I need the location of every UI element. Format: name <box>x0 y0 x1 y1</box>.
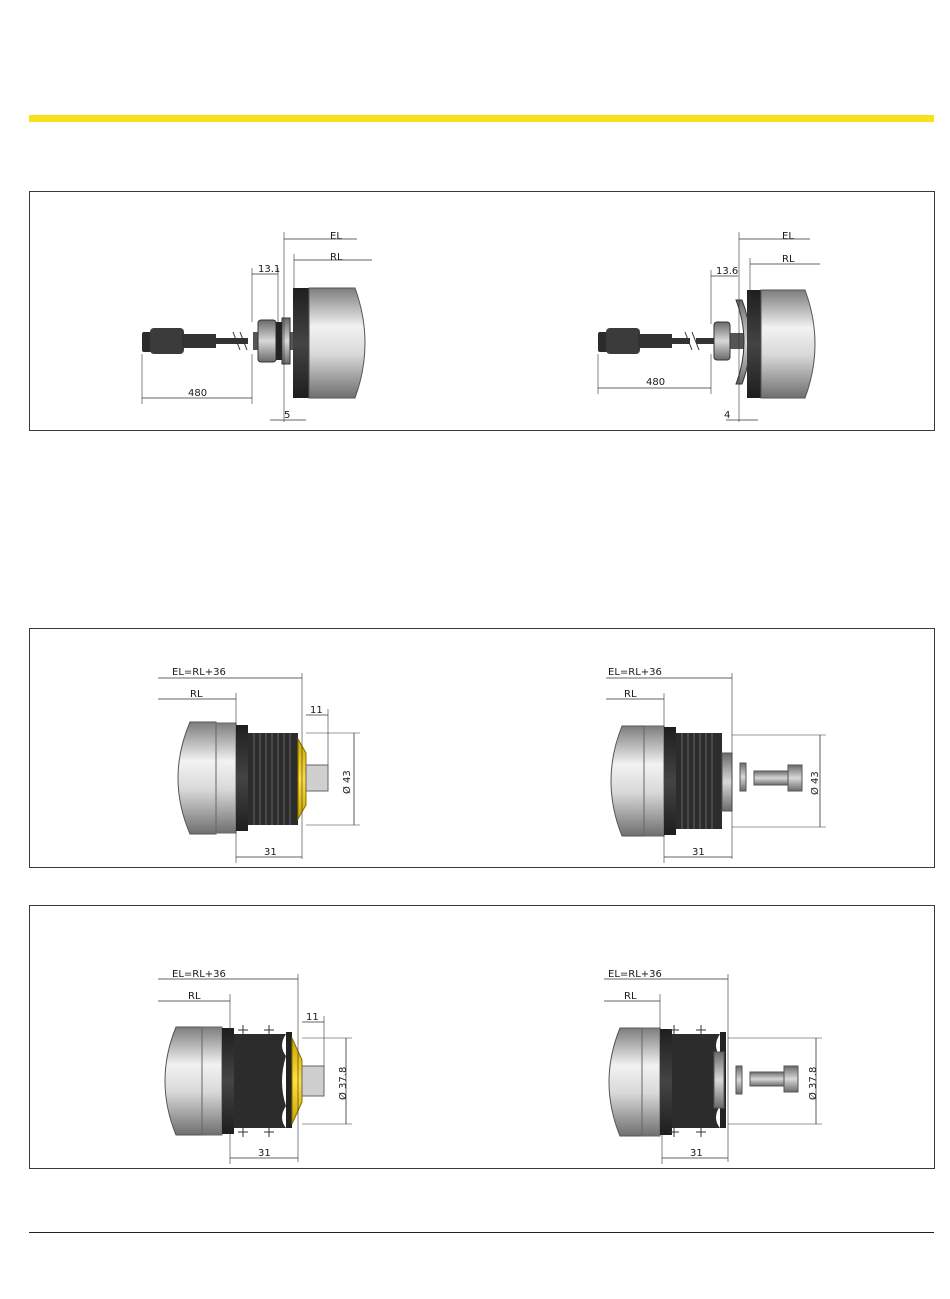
groove-pack <box>248 733 298 825</box>
grooved-drive-drawing: EL=RL+36 RL 11 31 Ø 43 <box>30 629 936 869</box>
label-rl-right: RL <box>782 254 795 265</box>
label-dim2-left: 31 <box>264 847 277 858</box>
label-dim1-right: 13.6 <box>716 266 738 277</box>
label-dim2-left: 480 <box>188 388 207 399</box>
label-el-left: EL <box>330 231 342 242</box>
roller-drawing-right: EL=RL+36 RL 31 Ø 37.8 <box>604 969 822 1164</box>
roller-drawing-right: EL=RL+36 RL 31 Ø 43 <box>606 667 826 863</box>
panel-cable-mount: INTERROLL EL RL 13.1 480 5 <box>29 191 935 431</box>
label-dim1-left: 13.1 <box>258 264 280 275</box>
roller-drum-icon <box>165 1025 324 1137</box>
roller-drawing-left: EL=RL+36 RL 11 31 Ø 43 <box>158 667 360 863</box>
yellow-header-rule <box>29 115 934 122</box>
label-rl-right: RL <box>624 991 637 1002</box>
label-dim2-right: 480 <box>646 377 665 388</box>
hex-bolt-icon <box>736 1066 798 1094</box>
label-el-right: EL=RL+36 <box>608 667 662 678</box>
label-el-left: EL=RL+36 <box>172 667 226 678</box>
label-dim2-left: 31 <box>258 1148 271 1159</box>
label-el-right: EL=RL+36 <box>608 969 662 980</box>
roller-drum-icon <box>611 726 732 836</box>
label-rl-left: RL <box>330 252 343 263</box>
poly-v-drive-drawing: EL=RL+36 RL 11 31 Ø 37.8 <box>30 906 936 1170</box>
label-dia-left: Ø 43 <box>341 770 353 794</box>
roller-drawing-left: INTERROLL EL RL 13.1 480 5 <box>142 231 372 422</box>
label-dia-left: Ø 37.8 <box>337 1067 349 1100</box>
footer-rule <box>29 1232 934 1233</box>
roller-drawing-left: EL=RL+36 RL 11 31 Ø 37.8 <box>158 969 352 1164</box>
roller-drawing-right: EL RL 13.6 480 4 <box>598 231 820 422</box>
label-dim3-right: 4 <box>724 410 730 421</box>
label-dim1-left: 11 <box>306 1012 319 1023</box>
label-el-left: EL=RL+36 <box>172 969 226 980</box>
panel-grooved-drive: EL=RL+36 RL 11 31 Ø 43 <box>29 628 935 868</box>
label-el-right: EL <box>782 231 794 242</box>
cable-connector-icon <box>142 328 256 354</box>
roller-drum-icon <box>178 722 328 834</box>
cable-connector-icon <box>598 328 714 354</box>
label-dim3-left: 5 <box>284 410 290 421</box>
shaft-nut-assembly <box>714 300 750 384</box>
label-dim1-left: 11 <box>310 705 323 716</box>
label-rl-left: RL <box>190 689 203 700</box>
roller-drum-icon <box>609 1025 726 1137</box>
label-rl-left: RL <box>188 991 201 1002</box>
label-dim2-right: 31 <box>692 847 705 858</box>
label-dia-right: Ø 37.8 <box>807 1067 819 1100</box>
roller-drum-icon: INTERROLL <box>293 288 365 398</box>
label-dim2-right: 31 <box>690 1148 703 1159</box>
label-rl-right: RL <box>624 689 637 700</box>
roller-drum-icon <box>747 290 815 398</box>
hex-bolt-icon <box>740 763 802 791</box>
label-dia-right: Ø 43 <box>809 771 821 795</box>
cable-mount-drawing: INTERROLL EL RL 13.1 480 5 <box>30 192 936 432</box>
panel-poly-v-drive: EL=RL+36 RL 11 31 Ø 37.8 <box>29 905 935 1169</box>
shaft-nut-assembly <box>253 318 293 364</box>
